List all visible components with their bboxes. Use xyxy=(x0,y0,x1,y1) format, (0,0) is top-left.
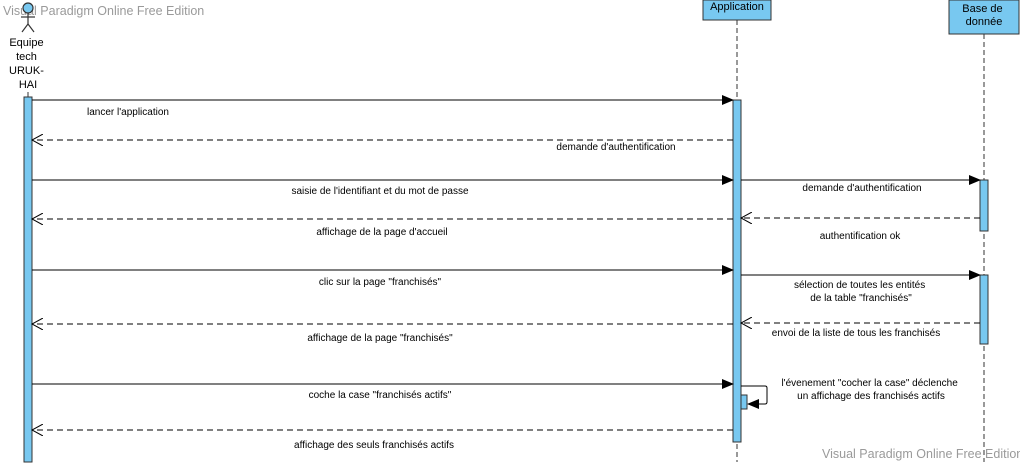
database-activation-bar xyxy=(979,274,989,345)
stick-figure-icon xyxy=(21,2,35,33)
message-label: affichage de la page d'accueil xyxy=(316,227,447,238)
message-label-line: un affichage des franchisés actifs xyxy=(797,391,945,402)
message-label-line: l'évenement "cocher la case" déclenche xyxy=(781,378,958,389)
message-label: affichage des seuls franchisés actifs xyxy=(294,440,454,451)
database-label-line: donnée xyxy=(966,16,1003,28)
application-activation-bar xyxy=(732,99,742,443)
actor-label-line: Equipe xyxy=(9,37,43,49)
message-label: lancer l'application xyxy=(87,107,169,118)
message-label: authentification ok xyxy=(820,231,902,242)
actor-label: Equipe tech URUK- HAI xyxy=(9,37,47,91)
database-label-line: Base de xyxy=(962,3,1002,15)
database-label: Base de donnée xyxy=(962,3,1005,28)
watermark-bottom: Visual Paradigm Online Free Edition xyxy=(822,447,1020,461)
message-label: sélection de toutes les entités de la ta… xyxy=(794,280,928,304)
message-label: clic sur la page "franchisés" xyxy=(319,277,442,288)
message-label-line: sélection de toutes les entités xyxy=(794,280,925,291)
self-message-arrow[interactable] xyxy=(741,385,768,409)
database-activation-bar xyxy=(979,179,989,232)
message-label: affichage de la page "franchisés" xyxy=(307,333,453,344)
application-self-activation-bar xyxy=(740,394,748,410)
message-label: saisie de l'identifiant et du mot de pas… xyxy=(291,186,468,197)
message-label-line: de la table "franchisés" xyxy=(810,293,912,304)
message-label: envoi de la liste de tous les franchisés xyxy=(772,328,940,339)
actor-label-line: tech xyxy=(16,51,37,63)
message-label: demande d'authentification xyxy=(556,142,675,153)
actor-label-line: URUK- xyxy=(9,65,44,77)
message-label: coche la case "franchisés actifs" xyxy=(309,390,452,401)
database-header[interactable] xyxy=(948,0,1020,35)
message-label: l'évenement "cocher la case" déclenche u… xyxy=(781,378,960,402)
actor-label-line: HAI xyxy=(19,79,37,91)
actor-activation-bar xyxy=(23,96,33,463)
application-label: Application xyxy=(710,1,764,13)
watermark-top: Visual Paradigm Online Free Edition xyxy=(3,4,205,18)
message-label: demande d'authentification xyxy=(802,183,921,194)
